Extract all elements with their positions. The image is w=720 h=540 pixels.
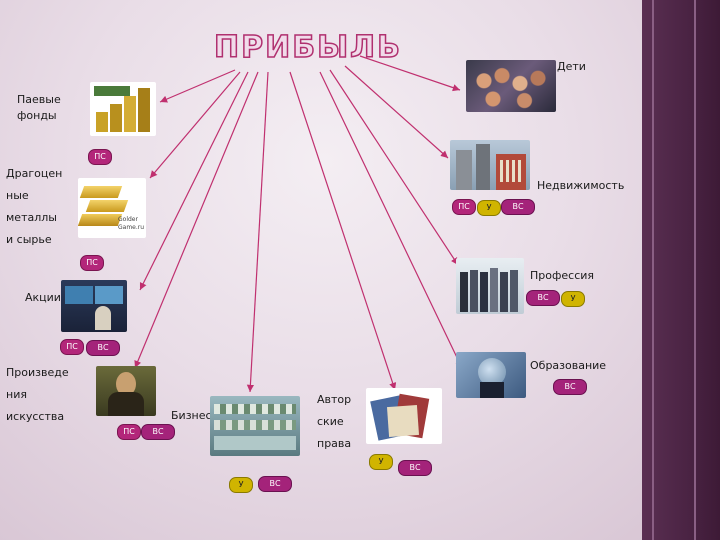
bar-line	[652, 0, 654, 540]
label-obrazovanie: Образование	[530, 359, 607, 372]
arrow-to-deti	[359, 55, 461, 92]
label-professiya: Профессия	[530, 269, 595, 282]
badge-u: У	[229, 477, 253, 493]
label-deti: Дети	[557, 60, 586, 73]
funds-photo	[90, 82, 156, 136]
badge-vs: ВС	[526, 290, 560, 306]
arrow-to-nedvizh	[344, 65, 449, 159]
real-estate-photo	[450, 140, 530, 190]
badge-u: У	[561, 291, 585, 307]
bar-line	[694, 0, 696, 540]
copyright-photo	[366, 388, 442, 444]
business-photo	[210, 396, 300, 456]
badge-ps: ПС	[117, 424, 141, 440]
badge-ps: ПС	[80, 255, 104, 271]
badge-vs: ВС	[86, 340, 120, 356]
arrow-to-dragocen	[149, 71, 241, 179]
badge-ps: ПС	[452, 199, 476, 215]
arrow-to-akcii	[139, 71, 249, 291]
label-dragocennye-metally: Драгоцен ные металлы и сырье	[6, 167, 63, 246]
arrow-to-proizvedeniya	[134, 71, 259, 369]
label-proizvedeniya-iskusstva: Произведе ния искусства	[6, 366, 69, 423]
label-biznes: Бизнес	[171, 409, 212, 422]
label-akcii: Акции	[25, 291, 61, 304]
arrow-to-professiya	[329, 69, 459, 266]
badge-vs: ВС	[398, 460, 432, 476]
arrow-to-biznes	[246, 71, 269, 393]
badge-ps: ПС	[88, 149, 112, 165]
badge-u: У	[369, 454, 393, 470]
page-title: ПРИБЫЛЬ	[213, 29, 402, 66]
right-decorative-bar	[642, 0, 720, 540]
badge-u: У	[477, 200, 501, 216]
education-photo	[456, 352, 526, 398]
children-photo	[466, 60, 556, 112]
badge-vs: ВС	[553, 379, 587, 395]
label-paevye-fondy: Паевые фонды	[17, 93, 61, 122]
arrow-to-obrazovanie	[319, 71, 463, 369]
badge-ps: ПС	[60, 339, 84, 355]
profession-photo	[456, 258, 524, 314]
gold-logo-text: Golder Game.ru	[118, 216, 145, 231]
badge-vs: ВС	[258, 476, 292, 492]
label-nedvizhimost: Недвижимость	[537, 179, 625, 192]
label-avtorskie-prava: Автор ские права	[317, 393, 352, 450]
mona-lisa-photo	[96, 366, 156, 416]
arrow-to-avtorskie	[289, 71, 397, 391]
gold-bars-photo: Golder Game.ru	[78, 178, 146, 238]
stocks-photo	[61, 280, 127, 332]
arrow-to-paevye	[159, 69, 236, 103]
badge-vs: ВС	[501, 199, 535, 215]
badge-vs: ВС	[141, 424, 175, 440]
